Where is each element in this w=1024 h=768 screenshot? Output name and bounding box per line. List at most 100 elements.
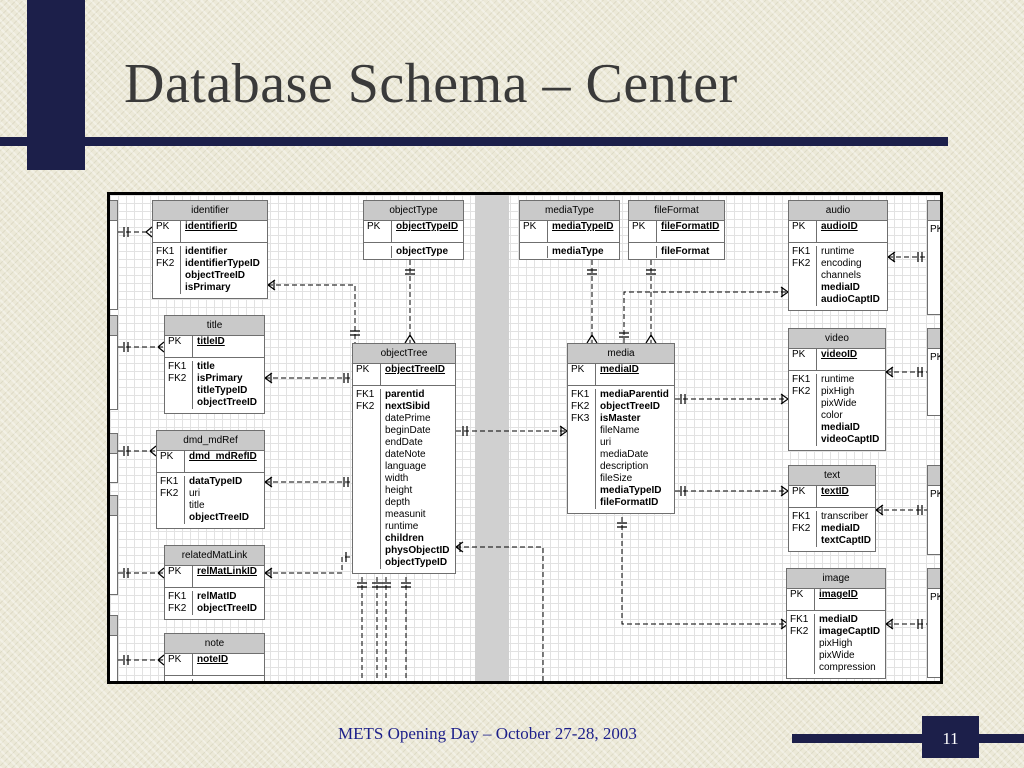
attribute-column: audioID	[817, 221, 858, 242]
primary-key-row: PK mediaTypeID	[520, 221, 619, 243]
attribute-key: FK1	[356, 389, 375, 400]
attribute-name: relMatID	[197, 591, 237, 602]
attribute-key: FK1	[790, 614, 809, 625]
pk-attribute: fileFormatID	[661, 221, 720, 232]
attribute-name: objectTreeID	[197, 397, 258, 408]
entity-stub-right-2: PK	[927, 328, 943, 416]
attribute-name: dateNote	[385, 449, 426, 460]
key-column: PK	[568, 364, 596, 385]
attribute-name: fileFormatID	[600, 497, 659, 508]
attribute-name: mediaParentid	[600, 389, 669, 400]
primary-key-row: PK mediaID	[568, 364, 674, 386]
marker-left-title	[123, 341, 165, 353]
key-column: PK	[789, 349, 817, 370]
pk-label: PK	[792, 221, 806, 232]
entity-title: objectType	[364, 201, 463, 221]
attribute-column: objectTypeID	[392, 221, 458, 242]
attribute-key: FK2	[160, 488, 179, 499]
marker-video-right	[885, 366, 923, 378]
attribute-name: fileFormat	[661, 246, 710, 257]
attribute-key: FK2	[790, 626, 809, 637]
attribute-key: FK3	[571, 413, 590, 424]
key-column	[520, 246, 548, 258]
marker-objecttree-bottom	[357, 582, 411, 588]
attribute-column: mediaID	[596, 364, 639, 385]
attribute-column: objectTreeID	[381, 364, 445, 385]
attribute-name: title	[197, 361, 215, 372]
title-underline-rule	[0, 137, 948, 146]
attribute-name: endDate	[385, 437, 423, 448]
attribute-name: isPrimary	[197, 373, 243, 384]
entity-stub-left-2	[110, 315, 118, 410]
attribute-name: objectTreeID	[185, 270, 246, 281]
pk-attribute: textID	[821, 486, 849, 497]
page-number: 11	[922, 716, 979, 758]
marker-left-identifier	[123, 226, 153, 238]
key-column: PK	[153, 221, 181, 242]
page-break-band	[475, 195, 509, 681]
entity-title: video	[789, 329, 885, 349]
key-column: PK	[520, 221, 548, 242]
pk-attribute: noteID	[197, 654, 229, 665]
stub-pk-label: PK	[930, 352, 943, 363]
attribute-rows: objectType	[364, 243, 463, 262]
attribute-key: FK1	[156, 246, 175, 257]
attribute-name: objectTreeID	[600, 401, 661, 412]
pk-label: PK	[571, 364, 585, 375]
attribute-name: mediaID	[821, 422, 860, 433]
attribute-name: physObjectID	[385, 545, 450, 556]
key-column: PK	[789, 221, 817, 242]
attribute-name: parentid	[385, 389, 425, 400]
marker-image-right	[885, 618, 923, 630]
attribute-column: dmd_mdRefID	[185, 451, 257, 472]
marker-media-audio	[619, 286, 789, 338]
attribute-name: beginDate	[385, 425, 431, 436]
footer-text: METS Opening Day – October 27-28, 2003	[338, 724, 637, 743]
attribute-column: identifierID	[181, 221, 237, 242]
pk-attribute: mediaTypeID	[552, 221, 614, 232]
entity-title: relatedMatLink	[165, 546, 264, 566]
attribute-name: pixHigh	[819, 638, 853, 649]
attribute-key: FK2	[356, 401, 375, 412]
attribute-name: nextSibid	[385, 401, 431, 412]
entity-stub-right-3: PK	[927, 465, 940, 555]
pk-attribute: identifierID	[185, 221, 238, 232]
pk-label: PK	[367, 221, 381, 232]
entity-title: text	[789, 466, 875, 486]
pk-attribute: objectTreeID	[385, 364, 446, 375]
entity-title: mediaType	[520, 201, 619, 221]
key-column	[629, 246, 657, 258]
marker-dmdmdref-objecttree	[264, 476, 349, 488]
attribute-key: FK2	[168, 373, 187, 384]
pk-label: PK	[523, 221, 537, 232]
attribute-column: fileFormat	[657, 246, 709, 258]
attribute-name: encoding	[821, 258, 862, 269]
key-column: PK	[165, 566, 193, 587]
attribute-key: FK1	[168, 361, 187, 372]
